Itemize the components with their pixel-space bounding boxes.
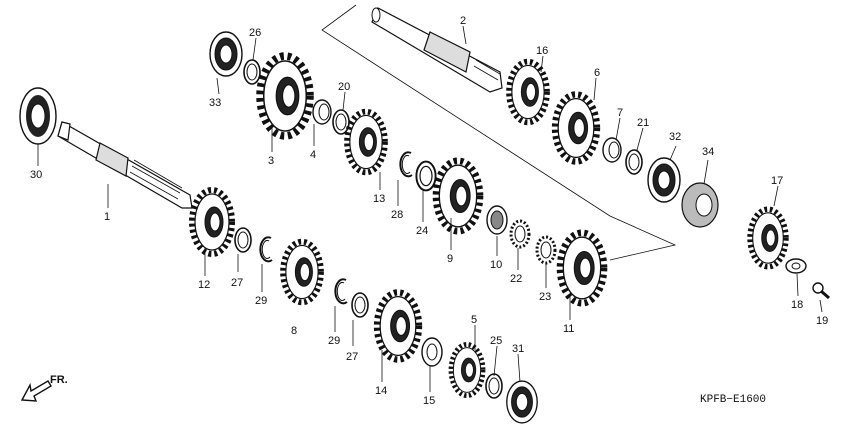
callout-11: 11	[563, 323, 574, 335]
fixing-plate-18[interactable]	[785, 258, 807, 274]
snap-ring-28[interactable]	[399, 151, 413, 178]
callout-15: 15	[423, 395, 435, 407]
callout-28: 28	[391, 209, 403, 221]
gear-11[interactable]	[560, 233, 604, 303]
drive-sprocket-17[interactable]	[750, 209, 786, 267]
washer-20[interactable]	[332, 109, 350, 135]
callout-25: 25	[490, 335, 502, 347]
diagram-code: KPFB−E1600	[700, 394, 766, 406]
gear-3[interactable]	[260, 56, 310, 136]
front-arrow-icon	[20, 380, 52, 402]
callout-14: 14	[375, 385, 387, 397]
washer-27-lower[interactable]	[351, 292, 369, 318]
gear-6[interactable]	[555, 94, 597, 161]
bushing-10[interactable]	[486, 205, 508, 235]
bearing-30[interactable]	[19, 87, 57, 145]
callout-26: 26	[249, 27, 261, 39]
splined-washer-23[interactable]	[535, 235, 557, 265]
bearing-33[interactable]	[209, 31, 243, 77]
gear-14[interactable]	[377, 292, 419, 359]
callout-27-upper: 27	[231, 277, 243, 289]
leader-lines	[37, 25, 823, 392]
countershaft-2[interactable]	[371, 7, 503, 93]
callout-29-lower: 29	[328, 335, 340, 347]
callout-19: 19	[816, 315, 828, 327]
callout-16: 16	[536, 45, 548, 57]
callout-29-upper: 29	[255, 295, 267, 307]
callout-2: 2	[460, 15, 466, 27]
bushing-4[interactable]	[312, 99, 332, 125]
callout-7: 7	[617, 107, 623, 119]
countershaft-group-outline	[321, 4, 677, 261]
callout-13: 13	[373, 193, 385, 205]
washer-25[interactable]	[485, 373, 503, 399]
bushing-15[interactable]	[421, 337, 443, 367]
snap-ring-29-lower[interactable]	[334, 278, 348, 305]
callout-31: 31	[512, 343, 524, 355]
gear-12[interactable]	[192, 190, 232, 254]
callout-34: 34	[702, 146, 714, 158]
callout-32: 32	[669, 131, 681, 143]
gear-13[interactable]	[347, 112, 385, 173]
bushing-7[interactable]	[602, 137, 622, 163]
callout-5: 5	[471, 314, 477, 326]
callout-4: 4	[310, 149, 316, 161]
front-direction-label: FR.	[50, 374, 68, 386]
gear-5[interactable]	[451, 344, 483, 395]
callout-8: 8	[291, 325, 297, 337]
washer-27-upper[interactable]	[234, 227, 252, 253]
callout-30: 30	[30, 169, 42, 181]
callout-12: 12	[198, 279, 210, 291]
callout-17: 17	[771, 175, 783, 187]
callout-20: 20	[338, 81, 350, 93]
callout-23: 23	[539, 291, 551, 303]
washer-21[interactable]	[625, 149, 643, 175]
bearing-32[interactable]	[647, 157, 681, 203]
oil-seal-34[interactable]	[681, 182, 719, 228]
callout-27-lower: 27	[346, 351, 358, 363]
mainshaft-1[interactable]	[57, 121, 193, 209]
gear-9[interactable]	[436, 161, 480, 231]
callout-6: 6	[594, 67, 600, 79]
washer-24[interactable]	[415, 160, 437, 192]
washer-26[interactable]	[243, 59, 261, 85]
splined-washer-22[interactable]	[509, 219, 531, 249]
callout-24: 24	[416, 225, 428, 237]
callout-3: 3	[268, 155, 274, 167]
bolt-19[interactable]	[812, 282, 830, 300]
callout-18: 18	[791, 299, 803, 311]
bearing-31[interactable]	[506, 380, 538, 424]
gear-8[interactable]	[283, 242, 321, 303]
callout-22: 22	[510, 273, 522, 285]
callout-10: 10	[490, 259, 502, 271]
callout-21: 21	[637, 117, 649, 129]
callout-9: 9	[447, 253, 453, 265]
front-direction-indicator: FR.	[20, 374, 68, 402]
snap-ring-29-upper[interactable]	[259, 236, 273, 263]
callout-1: 1	[104, 211, 110, 223]
callout-33: 33	[209, 97, 221, 109]
